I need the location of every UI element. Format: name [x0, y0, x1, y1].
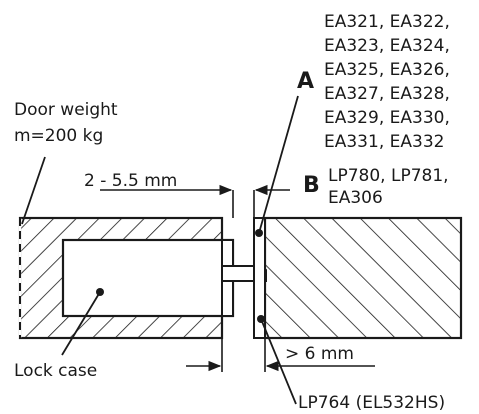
group-a-letter: A: [297, 69, 314, 94]
group-a-line-5: EA329, EA330,: [324, 108, 450, 128]
group-a-line-4: EA327, EA328,: [324, 84, 450, 104]
group-b-letter: B: [303, 173, 320, 198]
leader-lines: [21, 95, 299, 405]
lp764-label: LP764 (EL532HS): [298, 393, 445, 413]
door-weight-label: Door weight: [14, 100, 118, 120]
min-gap-label: > 6 mm: [285, 344, 354, 364]
group-b-line-2: EA306: [328, 188, 383, 208]
group-a-models: EA321, EA322, EA323, EA324, EA325, EA326…: [324, 12, 450, 152]
strike-plate: [253, 217, 266, 339]
frame-section: [263, 216, 463, 340]
group-b-models: LP780, LP781, EA306: [328, 166, 449, 208]
lock-case-label: Lock case: [14, 361, 97, 381]
group-a-line-3: EA325, EA326,: [324, 60, 450, 80]
group-a-line-1: EA321, EA322,: [324, 12, 450, 32]
door-mass-label: m=200 kg: [14, 126, 103, 146]
group-a-line-6: EA331, EA332: [324, 132, 444, 152]
group-b-line-1: LP780, LP781,: [328, 166, 449, 186]
gap-range-label: 2 - 5.5 mm: [84, 171, 177, 191]
group-a-line-2: EA323, EA324,: [324, 36, 450, 56]
extension-lines: [221, 190, 266, 372]
lock-case: [61, 238, 235, 318]
